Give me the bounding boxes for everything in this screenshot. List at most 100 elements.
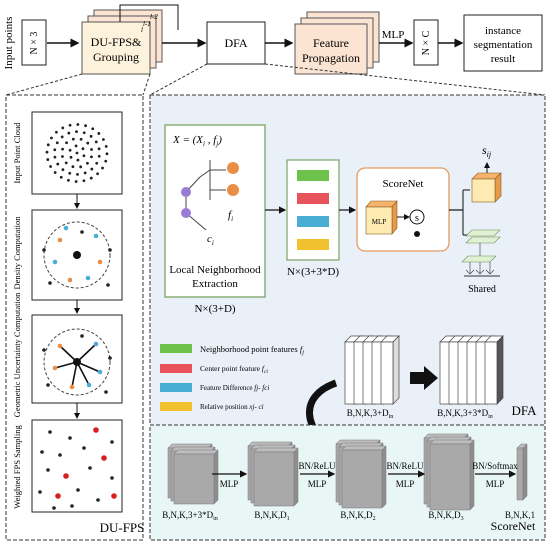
- input-shape-label: N × 3: [29, 32, 40, 55]
- dot-symbol: [414, 231, 420, 237]
- uncertainty-point: [93, 341, 99, 347]
- cloud-point: [90, 167, 94, 171]
- cloud-point: [53, 171, 57, 174]
- fp-label-1: Feature: [313, 36, 349, 50]
- cloud-point: [75, 130, 78, 134]
- cloud-point: [96, 172, 99, 176]
- cloud-point: [45, 150, 49, 154]
- density-point: [63, 225, 69, 231]
- uncertainty-point: [86, 382, 92, 388]
- softmax-label: s: [415, 213, 419, 224]
- cloud-point: [61, 168, 65, 172]
- density-point: [93, 233, 99, 239]
- cloud-point: [46, 143, 50, 147]
- scorenet-block-top: [253, 447, 299, 453]
- density-point: [97, 259, 103, 265]
- cloud-point: [53, 148, 57, 152]
- density-point: [42, 248, 46, 252]
- cloud-point: [38, 490, 42, 494]
- legend-label-1: Center point feature fci: [200, 364, 268, 375]
- cloud-point: [53, 155, 57, 159]
- result-box: [463, 14, 543, 72]
- scorenet-mlp-label: MLP: [372, 218, 387, 226]
- cloud-point: [55, 130, 58, 134]
- concat-yellow: [297, 239, 329, 250]
- cloud-point: [60, 135, 64, 139]
- weighted-frame: [31, 419, 123, 513]
- scorenet-block-side: [293, 447, 299, 507]
- cloud-point: [68, 123, 72, 127]
- cloud-point: [89, 176, 93, 180]
- scorenet-box-title: ScoreNet: [383, 178, 424, 190]
- scorenet-block-side: [381, 445, 387, 509]
- legend-swatch-red: [160, 364, 192, 373]
- legend-swatch-yellow: [160, 402, 192, 411]
- neighborhood-graph: [181, 160, 239, 231]
- stack-index-l2: l-2: [150, 13, 158, 21]
- far-point: [46, 383, 50, 387]
- dfa-box: [206, 21, 266, 65]
- cloud-point: [61, 155, 64, 158]
- center-point: [73, 358, 81, 366]
- sn-op-bottom-1: MLP: [308, 479, 327, 489]
- density-point: [73, 251, 81, 259]
- scorenet-block-side: [469, 439, 475, 511]
- uncertainty-vector: [76, 361, 90, 386]
- legend-swatch-blue: [160, 383, 192, 392]
- legend-label-2: Feature Difference fj- fci: [200, 384, 269, 392]
- step-label-input: Input Point Cloud: [12, 122, 22, 184]
- result-label-2: segmentation: [474, 39, 533, 51]
- cloud-point: [68, 171, 72, 175]
- cloud-point: [89, 134, 93, 138]
- density-point: [80, 230, 84, 234]
- cloud-point: [75, 151, 79, 155]
- tensor-slab-side: [392, 335, 400, 405]
- cloud-point: [82, 179, 86, 183]
- neighborhood-caption-2: Extraction: [192, 278, 238, 290]
- uncertainty-vector: [76, 361, 101, 373]
- density-point: [108, 248, 112, 252]
- cloud-point: [46, 158, 50, 161]
- cloud-point: [90, 148, 93, 151]
- scorenet-panel-title: ScoreNet: [491, 519, 536, 533]
- cloud-point: [56, 162, 60, 166]
- cloud-point: [97, 147, 101, 151]
- shared-label: Shared: [468, 284, 496, 295]
- cloud-point: [101, 166, 104, 170]
- sampled-point: [111, 493, 117, 499]
- scorenet-block-top: [341, 445, 387, 451]
- legend: Neighborhood point features fj Center po…: [160, 344, 304, 411]
- cloud-point: [91, 127, 95, 131]
- sn-tensor-label-2: B,N,K,D2: [340, 510, 375, 522]
- tensor-in-stack: [344, 335, 400, 405]
- sn-op-bottom-0: MLP: [220, 479, 239, 489]
- uncertainty-point: [57, 343, 63, 349]
- tensor-slab-side: [496, 335, 504, 405]
- dfa-panel-title: DFA: [511, 403, 537, 418]
- cloud-point: [79, 137, 83, 141]
- feedback-loop: [119, 4, 179, 30]
- sn-op-top-3: BN/Softmax: [472, 461, 518, 471]
- scorenet-block-face: [516, 447, 524, 501]
- cloud-point: [58, 453, 62, 457]
- scorenet-block-top: [429, 439, 475, 445]
- uncertainty-point: [52, 365, 58, 371]
- density-point: [67, 277, 73, 283]
- sampled-point: [93, 427, 99, 433]
- input-points-label: Input points: [3, 17, 15, 70]
- cloud-point: [76, 172, 79, 176]
- density-point: [52, 259, 58, 265]
- cloud-point: [81, 147, 85, 151]
- density-radius-circle: [43, 221, 111, 289]
- scorenet-block-side: [522, 443, 528, 501]
- dfa-box-label: DFA: [224, 36, 247, 50]
- zoom-line-left-a: [5, 73, 83, 96]
- result-label-3: result: [491, 53, 515, 65]
- concat-blue: [297, 216, 329, 227]
- sn-tensor-label-1: B,N,K,D1: [254, 510, 289, 522]
- cloud-point: [79, 165, 83, 169]
- cloud-point: [83, 171, 87, 175]
- cloud-point: [49, 165, 52, 168]
- cloud-point: [48, 430, 52, 434]
- step-label-weighted: Weighted FPS Sampling: [12, 425, 22, 509]
